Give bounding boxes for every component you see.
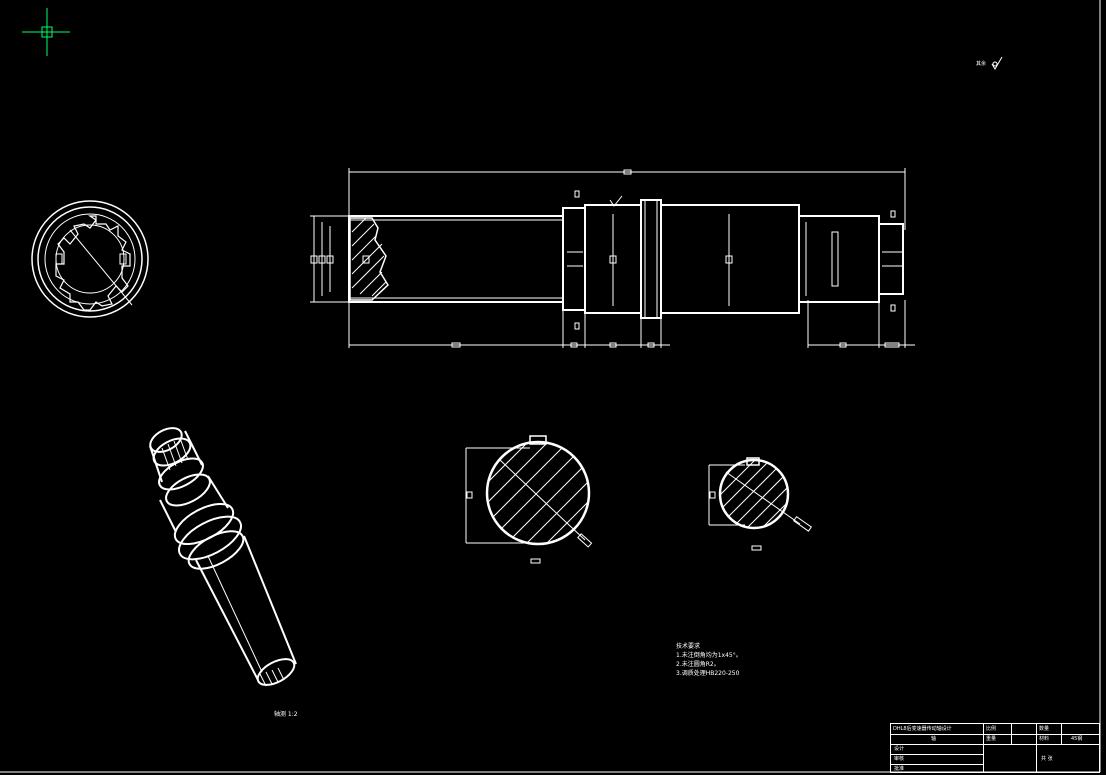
shaft-isometric-view [149,427,297,687]
drawing-title: DHL8后变速器传动轴设计 [893,726,952,732]
section-view-large [465,435,593,564]
requirement-item: 2.未注圆角R2。 [676,661,720,668]
section-view-small [708,457,813,551]
roughness-symbol-icon [991,56,1003,70]
checker-label: 审核 [894,756,905,762]
weight-label: 重量 [986,736,997,742]
requirements-heading: 技术要求 [676,643,701,650]
requirement-item: 1.未注倒角均为1x45°。 [676,652,742,659]
material-label: 材料 [1039,736,1050,742]
material-value: 45钢 [1071,736,1083,742]
roughness-note: 其余 [976,61,987,67]
requirement-item: 3.调质处理HB220-250 [676,670,740,677]
approver-label: 批准 [894,766,905,772]
part-name: 轴 [931,736,937,742]
title-block: DHL8后变速器传动轴设计 轴 比例 数量 重量 材料 45钢 设计 审核 批准… [890,723,1100,773]
technical-requirements: 技术要求 1.未注倒角均为1x45°。 2.未注圆角R2。 3.调质处理HB22… [676,643,742,679]
spline-end-view [31,200,149,318]
designer-label: 设计 [894,746,905,752]
scale-label: 比例 [986,726,997,732]
crosshair-icon [22,8,70,56]
shaft-front-view [310,168,915,348]
sheet-label: 共 张 [1041,756,1053,762]
detail-label: 轴测 1:2 [274,711,298,718]
count-label: 数量 [1039,726,1050,732]
